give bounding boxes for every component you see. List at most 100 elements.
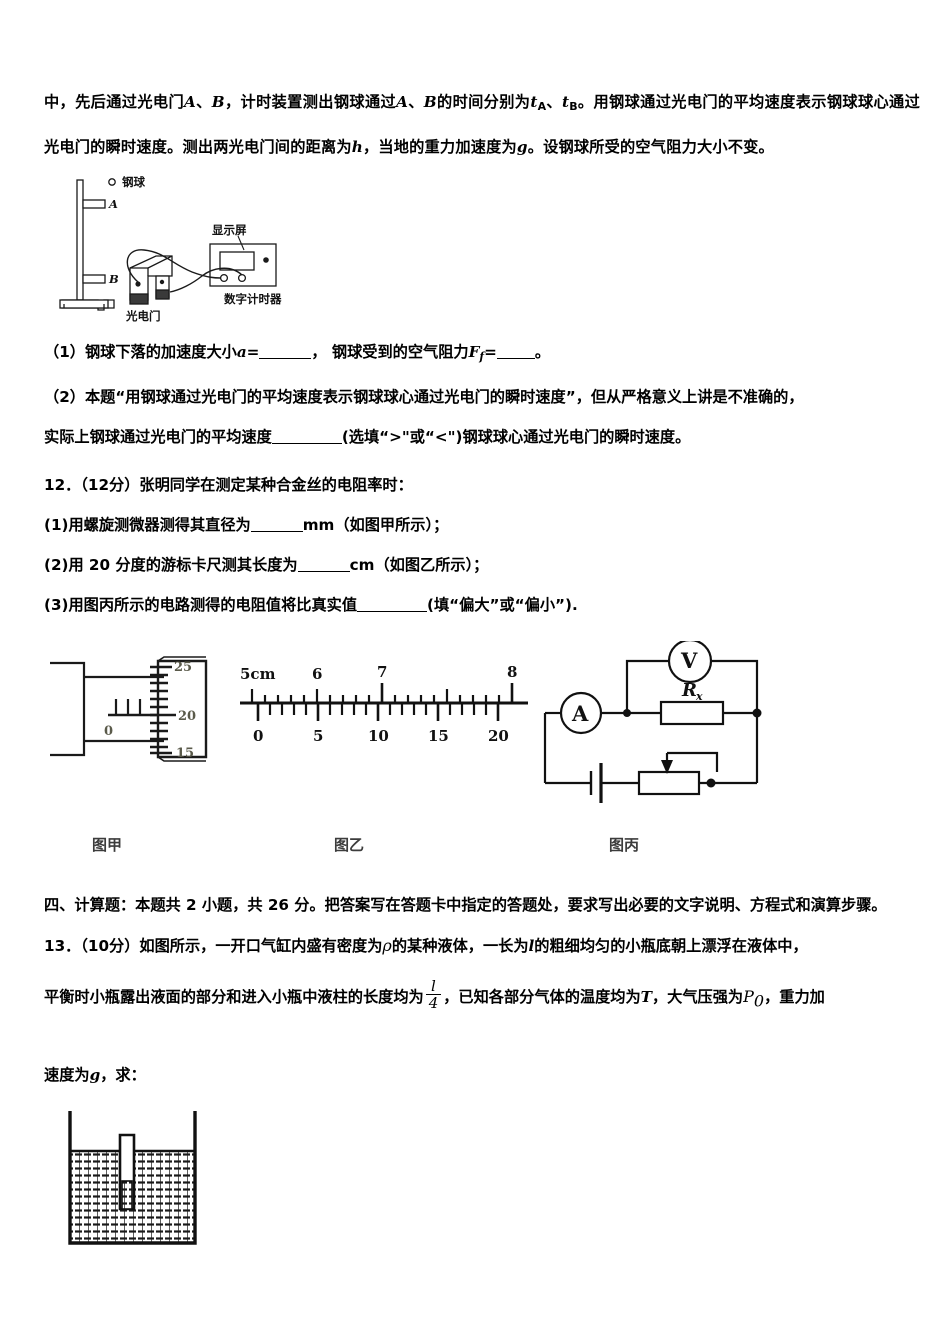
- q11-sub1-mid: ， 钢球受到的空气阻力: [311, 343, 469, 362]
- q12-answer-blank-diameter[interactable]: [250, 531, 303, 533]
- label-photogate: 光电门: [125, 309, 161, 323]
- q13-line2-pre: 平衡时小瓶露出液面的部分和进入小瓶中液柱的长度均为: [44, 988, 424, 1007]
- floating-bottle-svg: [68, 1110, 197, 1245]
- resistor-label-sub: x: [695, 690, 703, 703]
- vernier-sub-label-20: 20: [488, 727, 509, 745]
- q13-var-l: l: [528, 937, 535, 956]
- q11-sep-1: 、: [196, 93, 212, 111]
- caption-figure-jia: 图甲: [92, 836, 123, 855]
- vernier-sub-label-10: 10: [368, 727, 389, 745]
- q11-answer-blank-compare[interactable]: [271, 443, 342, 445]
- q11-text-2: ，计时装置测出钢球通过: [224, 93, 397, 111]
- q13-line2-mid2: ，大气压强为: [651, 988, 744, 1007]
- q11-sub2-line2: 实际上钢球通过光电门的平均速度 (选填“>"或“<")钢球球心通过光电门的瞬时速度…: [44, 417, 920, 457]
- q12-item3: (3)用图丙所示的电路测得的电阻值将比真实值 (填“偏大”或“偏小”).: [44, 585, 920, 625]
- q11-label-a2: A: [396, 93, 409, 111]
- q13-fraction-denominator: 4: [425, 994, 442, 1012]
- ammeter-label: A: [571, 701, 589, 726]
- page-content: 中，先后通过光电门A、B，计时装置测出钢球通过A、B的时间分别为tA、tB。用钢…: [44, 82, 920, 1264]
- circuit-figure-svg: V A R x: [543, 641, 762, 804]
- q11-var-ta: t: [530, 93, 538, 111]
- label-digital-timer: 数字计时器: [224, 292, 282, 306]
- q11-sep-3: 、: [546, 93, 562, 111]
- vernier-main-label-6: 6: [312, 665, 322, 683]
- q11-var-tb-sub: B: [569, 100, 578, 114]
- q11-sub2-post: (选填“>"或“<")钢球球心通过光电门的瞬时速度。: [341, 428, 691, 447]
- vernier-sub-label-0: 0: [253, 727, 263, 745]
- vernier-sub-label-15: 15: [428, 727, 449, 745]
- q13-line3-pre: 速度为: [44, 1065, 90, 1084]
- q13-var-t: T: [640, 988, 652, 1007]
- q11-sub1-var-a: a: [236, 343, 247, 362]
- q12-figure-captions: 图甲 图乙 图丙: [44, 834, 920, 874]
- q11-text-4: 。用钢球通过光电门的平均速度表示钢球球心通过光电门的瞬时速度。测出两光电门间的距…: [44, 93, 921, 157]
- q12-figures-row: 25 20 15 0: [44, 639, 920, 834]
- q12-item2-unit: cm: [349, 556, 375, 575]
- q13-line1-mid: 的某种液体，一长为: [391, 937, 529, 956]
- label-steel-ball: 钢球: [122, 175, 145, 189]
- label-gate-a: A: [108, 197, 118, 211]
- q12-item1-post: （如图甲所示）；: [334, 516, 449, 535]
- q11-sub1-eq2: =: [484, 343, 497, 362]
- vernier-main-label-5cm: 5cm: [240, 665, 276, 683]
- micrometer-figure-svg: 25 20 15 0: [50, 656, 208, 762]
- q12-stem: 12．（12分）张明同学在测定某种合金丝的电阻率时：: [44, 476, 413, 495]
- vernier-main-label-8: 8: [507, 663, 517, 681]
- q13-var-rho: ρ: [382, 936, 392, 956]
- q11-sub2-pre: 实际上钢球通过光电门的平均速度: [44, 428, 272, 447]
- q12-answer-blank-length[interactable]: [297, 571, 350, 573]
- vernier-caliper-figure-svg: 5cm 6 7 8 0 5 10 15 20: [240, 663, 528, 745]
- q11-text-3: 的时间分别为: [436, 93, 531, 111]
- q11-text-1: 中，先后通过光电门: [44, 93, 185, 111]
- label-display-screen: 显示屏: [212, 223, 247, 237]
- vernier-main-label-7: 7: [377, 663, 387, 681]
- q13-line2-mid: ，已知各部分气体的温度均为: [443, 988, 641, 1007]
- voltmeter-label: V: [680, 648, 698, 673]
- q12-item2-post: （如图乙所示）；: [374, 556, 489, 575]
- q12-item3-pre: (3)用图丙所示的电路测得的电阻值将比真实值: [44, 596, 358, 615]
- micrometer-main-scale-label-0: 0: [104, 724, 113, 739]
- q11-text-5: ，当地的重力加速度为: [363, 138, 517, 157]
- label-gate-b: B: [108, 272, 119, 286]
- floating-bottle-figure: [48, 1109, 228, 1264]
- q13-fraction-numerator: l: [431, 977, 436, 996]
- q13-line1-post: 的粗细均匀的小瓶底朝上漂浮在液体中，: [534, 937, 808, 956]
- q13-var-p: P: [743, 987, 754, 1007]
- q11-sub1-suffix: 。: [534, 343, 551, 362]
- q12-item1-unit: mm: [302, 516, 335, 535]
- micrometer-thimble-label-20: 20: [178, 709, 196, 724]
- caption-figure-yi: 图乙: [334, 836, 365, 855]
- q11-sub1-var-f-sub: f: [479, 350, 485, 364]
- q13-line3: 速度为g，求：: [44, 1055, 920, 1095]
- q11-var-h: h: [351, 138, 363, 157]
- q11-sub2-line1: （2）本题“用钢球通过光电门的平均速度表示钢球球心通过光电门的瞬时速度”，但从严…: [44, 388, 804, 407]
- q12-answer-blank-error[interactable]: [357, 611, 428, 613]
- q11-var-tb: t: [561, 93, 570, 111]
- rheostat-slider-arrow-icon: [661, 760, 673, 775]
- q11-sub1-prefix: （1）钢球下落的加速度大小: [44, 343, 237, 362]
- vernier-sub-label-5: 5: [313, 727, 323, 745]
- q11-answer-blank-f[interactable]: [496, 358, 535, 360]
- q11-var-g: g: [516, 138, 528, 157]
- q13-line1-pre: 13．（10分）如图所示，一开口气缸内盛有密度为: [44, 937, 383, 956]
- micrometer-thimble-label-25: 25: [174, 660, 192, 675]
- q11-var-ta-sub: A: [537, 100, 547, 114]
- q11-sub1: （1）钢球下落的加速度大小a=， 钢球受到的空气阻力Ff=。: [44, 332, 920, 377]
- q12-item1-pre: (1)用螺旋测微器测得其直径为: [44, 516, 251, 535]
- q12-item1: (1)用螺旋测微器测得其直径为 mm（如图甲所示）；: [44, 505, 920, 545]
- q13-var-p-sub: 0: [753, 991, 765, 1011]
- q13-line2-post: ，重力加: [764, 988, 825, 1007]
- q11-stem-paragraph: 中，先后通过光电门A、B，计时装置测出钢球通过A、B的时间分别为tA、tB。用钢…: [44, 82, 920, 168]
- q11-label-b2: B: [423, 93, 437, 111]
- q11-sub1-eq: =: [246, 343, 260, 362]
- junction-dot-bottom: [706, 778, 716, 788]
- q12-item3-post: (填“偏大”或“偏小”).: [427, 596, 578, 615]
- q11-answer-blank-a[interactable]: [259, 358, 312, 360]
- q13-line1: 13．（10分）如图所示，一开口气缸内盛有密度为ρ的某种液体，一长为l的粗细均匀…: [44, 926, 920, 966]
- junction-dot-right: [752, 708, 762, 718]
- junction-dot-left: [623, 709, 631, 718]
- q11-sub1-var-f: F: [468, 343, 480, 362]
